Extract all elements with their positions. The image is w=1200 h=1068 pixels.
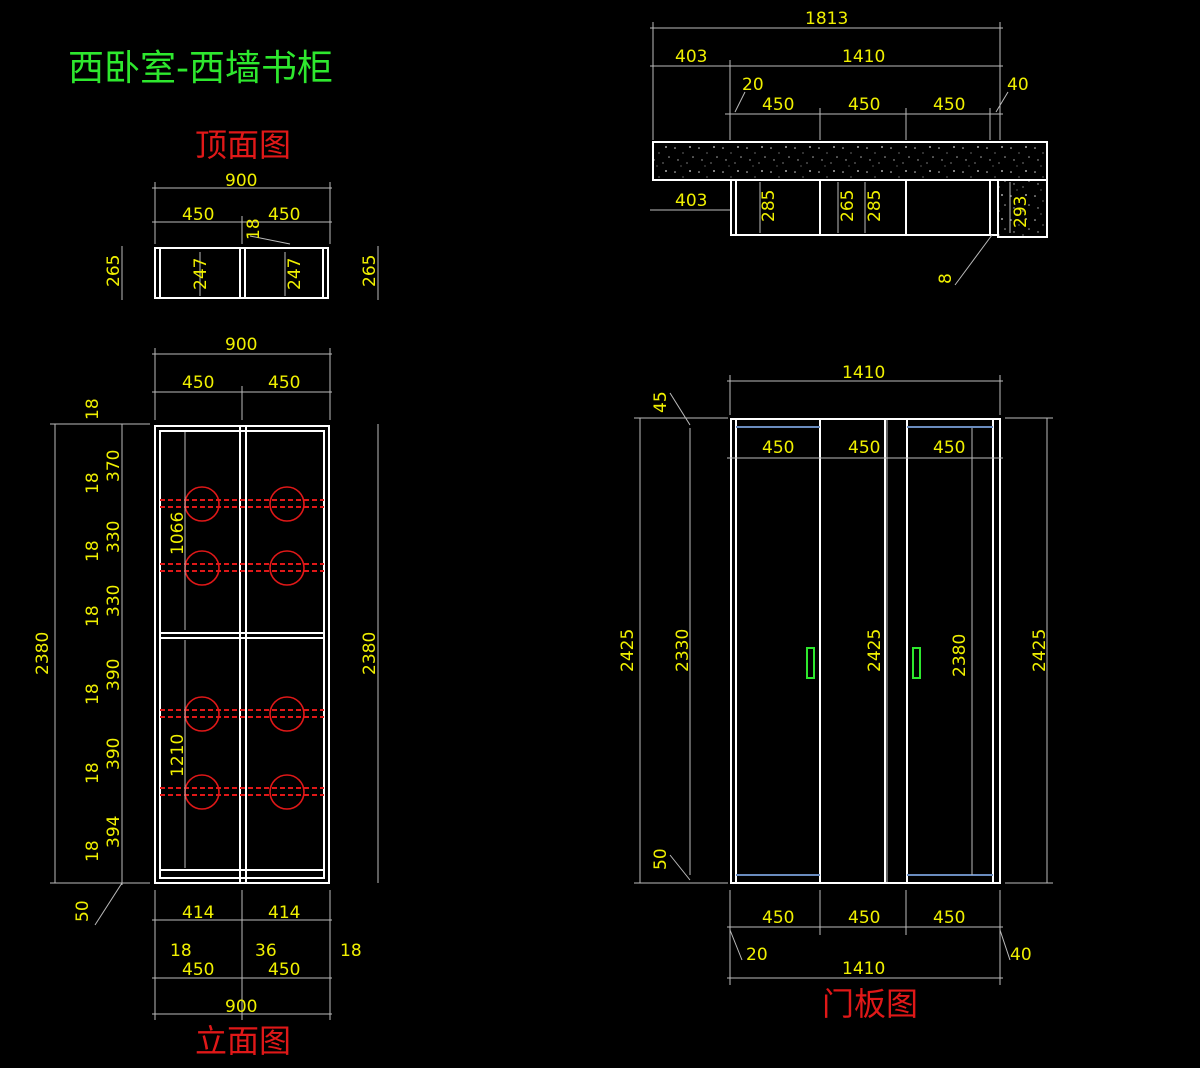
- plan-left-gap: 403: [675, 47, 707, 67]
- elev-dim-9: 390: [104, 738, 124, 770]
- door-height-outer-left: 2425: [618, 629, 638, 672]
- door-side-right: 40: [1010, 945, 1032, 965]
- plan-depth-a: 285: [759, 190, 779, 222]
- top-inner-left: 247: [191, 258, 211, 290]
- elev-dim-11: 394: [104, 816, 124, 848]
- door-section-top-2: 450: [848, 438, 880, 458]
- elev-inner-upper: 1066: [168, 512, 188, 555]
- door-height-mid: 2425: [865, 629, 885, 672]
- elev-dim-5: 330: [104, 585, 124, 617]
- elev-dim-6: 18: [83, 605, 103, 627]
- plan-section-1: 450: [762, 95, 794, 115]
- elev-dim-2: 18: [83, 472, 103, 494]
- door-section-bottom-3: 450: [933, 908, 965, 928]
- plan-depth-c: 285: [865, 190, 885, 222]
- plan-gap-below: 403: [675, 191, 707, 211]
- plan-side-left: 20: [742, 75, 764, 95]
- elev-height-right: 2380: [360, 632, 380, 675]
- plan-total: 1813: [805, 9, 848, 29]
- plan-cabinet-width: 1410: [842, 47, 885, 67]
- elev-dim-10: 18: [83, 762, 103, 784]
- elev-dim-4: 18: [83, 540, 103, 562]
- plan-depth-b: 265: [838, 190, 858, 222]
- door-section-top-3: 450: [933, 438, 965, 458]
- elevation-view: 900 450 450 2380 2380 18 370 18 330 18 3…: [33, 335, 380, 1060]
- top-view: 顶面图 900 450 450 18 265 265 2: [104, 126, 380, 300]
- elev-width-total-top: 900: [225, 335, 257, 355]
- door-width-bottom: 1410: [842, 959, 885, 979]
- door-bottom-gap: 50: [651, 848, 671, 870]
- door-panel-view: 1410 45 450 450 450 2425 2330 2425 2380 …: [618, 363, 1053, 1023]
- top-width-total: 900: [225, 171, 257, 191]
- top-depth-left: 265: [104, 255, 124, 287]
- door-width-top: 1410: [842, 363, 885, 383]
- door-section-bottom-1: 450: [762, 908, 794, 928]
- plan-side-right: 40: [1007, 75, 1029, 95]
- top-depth-right: 265: [360, 255, 380, 287]
- elev-dim-0: 18: [83, 398, 103, 420]
- elev-bottom-side-right: 18: [340, 941, 362, 961]
- door-side-left: 20: [746, 945, 768, 965]
- elev-dim-12: 18: [83, 840, 103, 862]
- elev-dim-8: 18: [83, 683, 103, 705]
- elev-width-right-top: 450: [268, 373, 300, 393]
- elev-bottom-mid: 36: [255, 941, 277, 961]
- door-panel-heading: 门板图: [822, 985, 918, 1023]
- elev-dim-13: 50: [73, 900, 93, 922]
- top-width-left: 450: [182, 205, 214, 225]
- elev-width-left-top: 450: [182, 373, 214, 393]
- top-width-right: 450: [268, 205, 300, 225]
- elev-dim-1: 370: [104, 450, 124, 482]
- door-handle-left: [806, 647, 815, 679]
- elev-bottom-width-right: 450: [268, 960, 300, 980]
- elev-bottom-inner-right: 414: [268, 903, 300, 923]
- elev-height-left: 2380: [33, 632, 53, 675]
- top-inner-right: 247: [285, 258, 305, 290]
- door-top-gap: 45: [651, 391, 671, 413]
- door-section-top-1: 450: [762, 438, 794, 458]
- door-height-outer-right: 2425: [1030, 629, 1050, 672]
- plan-section-3: 450: [933, 95, 965, 115]
- elev-bottom-inner-left: 414: [182, 903, 214, 923]
- door-section-bottom-2: 450: [848, 908, 880, 928]
- plan-section-2: 450: [848, 95, 880, 115]
- elevation-heading: 立面图: [195, 1022, 291, 1060]
- plan-depth-right: 293: [1011, 196, 1031, 228]
- plan-offset: 8: [936, 273, 956, 284]
- drawing-title: 西卧室-西墙书柜: [68, 48, 333, 89]
- door-height-inner-left: 2330: [673, 629, 693, 672]
- elev-bottom-width-left: 450: [182, 960, 214, 980]
- top-divider: 18: [244, 218, 264, 240]
- elev-bottom-side-left: 18: [170, 941, 192, 961]
- top-view-heading: 顶面图: [195, 126, 291, 164]
- door-handle-right: [912, 647, 921, 679]
- elev-dim-3: 330: [104, 521, 124, 553]
- door-height-inner-right: 2380: [950, 634, 970, 677]
- elev-inner-lower: 1210: [168, 734, 188, 777]
- plan-view: 1813 403 1410 20 40 450 450 450 403 285 …: [650, 9, 1048, 286]
- elev-bottom-total: 900: [225, 997, 257, 1017]
- elev-dim-7: 390: [104, 659, 124, 691]
